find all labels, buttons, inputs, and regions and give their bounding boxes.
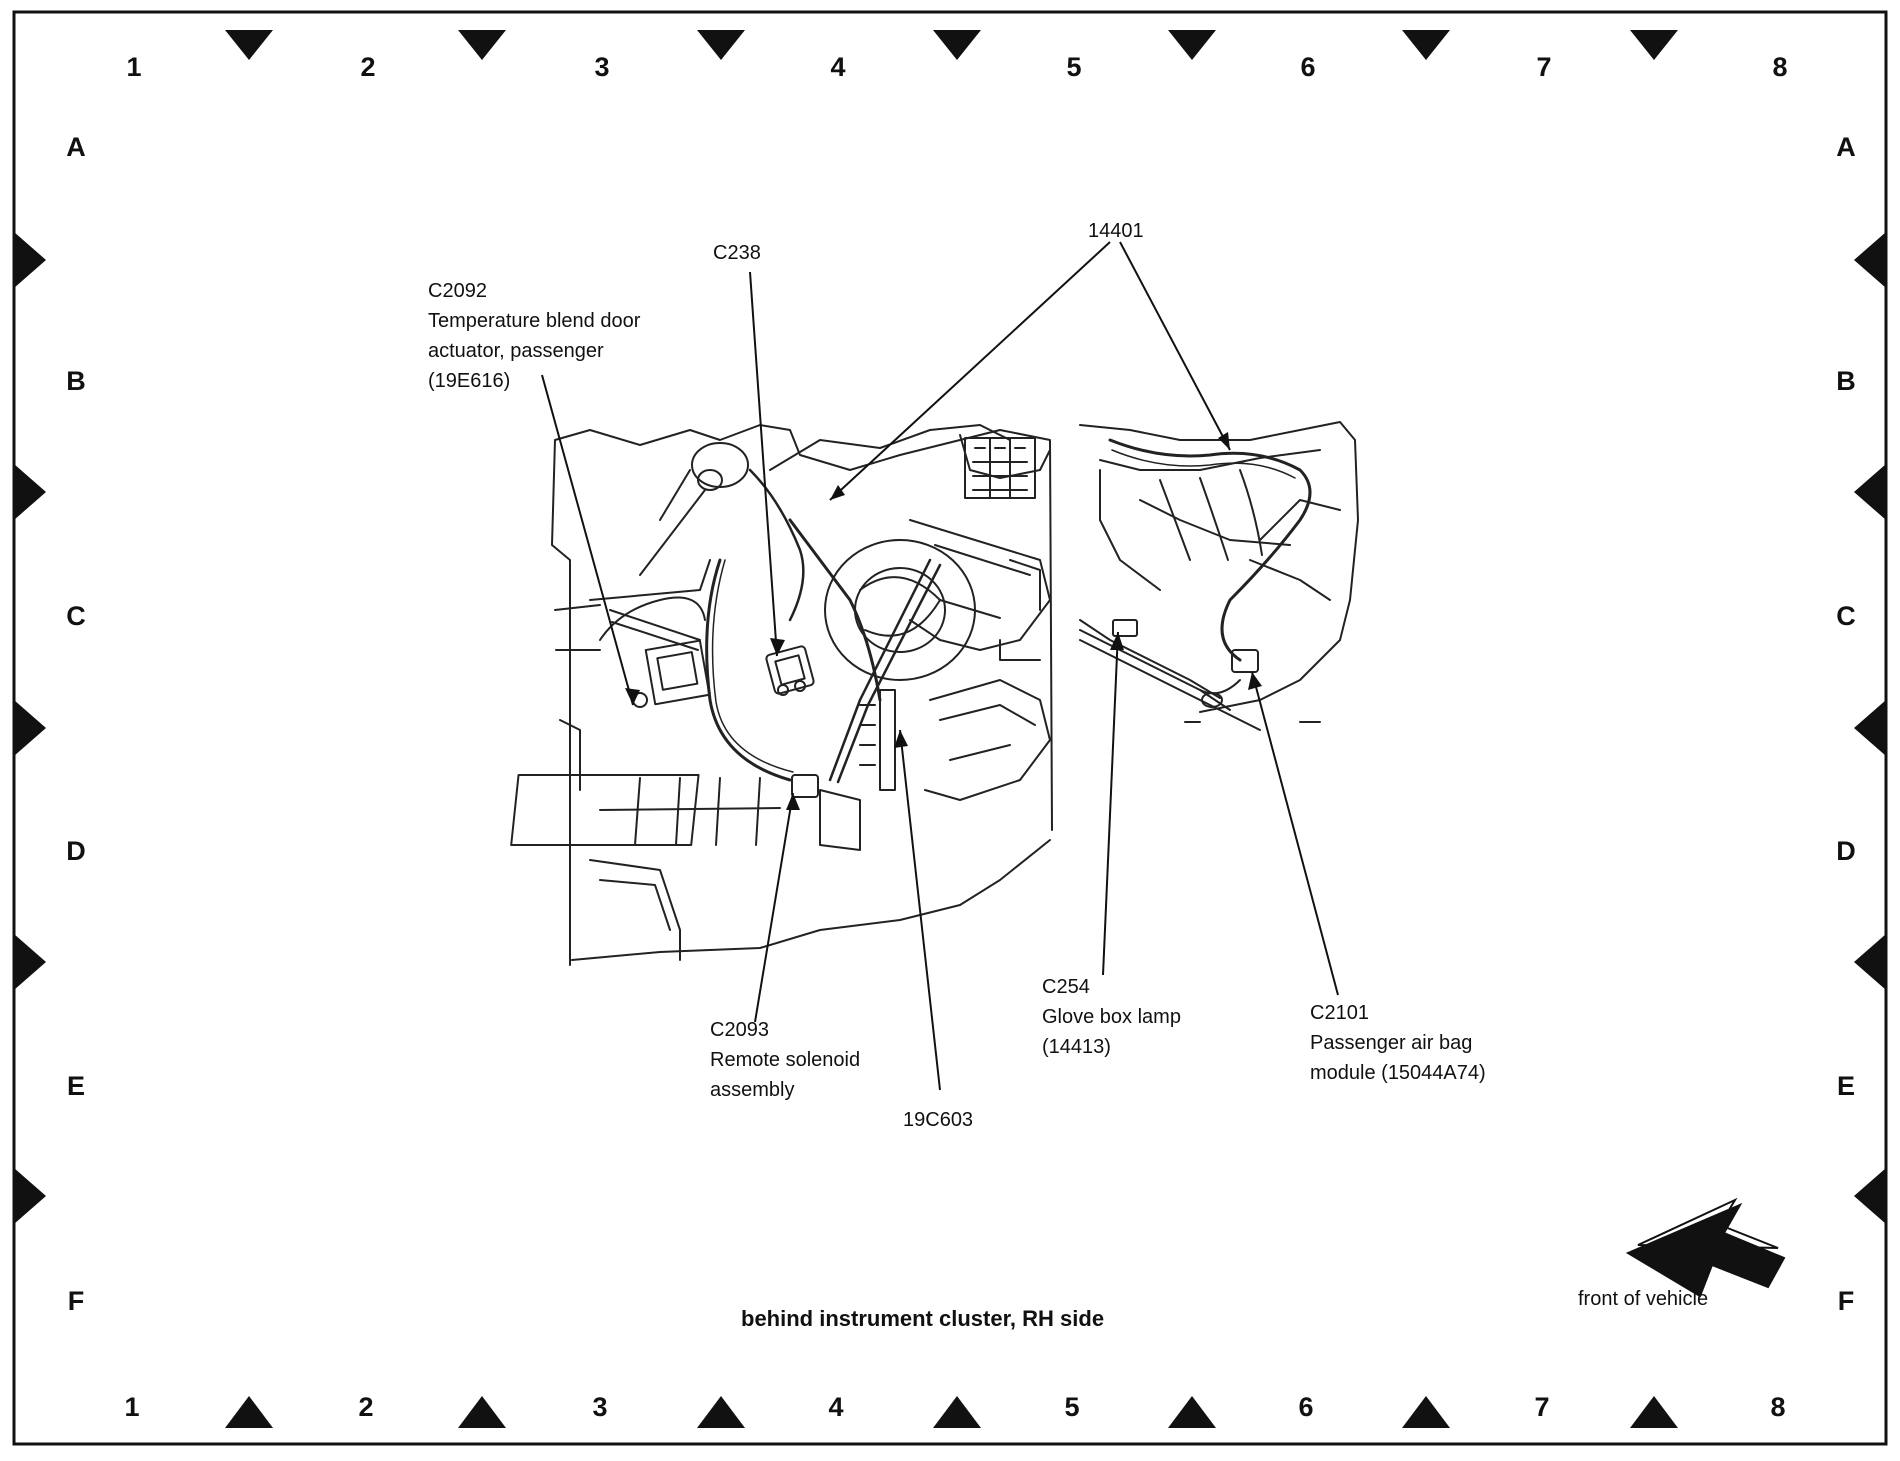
callout-c2101-line2: module (15044A74) xyxy=(1310,1062,1486,1084)
callout-14401-code: 14401 xyxy=(1088,220,1144,242)
callout-c2092-code: C2092 xyxy=(428,280,487,302)
column-label-8-bottom: 8 xyxy=(1770,1392,1786,1422)
column-label-7-bottom: 7 xyxy=(1534,1392,1550,1422)
column-label-5-bottom: 5 xyxy=(1064,1392,1080,1422)
callout-c254-line1: Glove box lamp xyxy=(1042,1006,1181,1028)
left-grid-markers xyxy=(14,232,46,1224)
row-label-e-right: E xyxy=(1836,1071,1855,1101)
bottom-grid-markers xyxy=(225,1396,1678,1428)
callout-c2093-line1: Remote solenoid xyxy=(710,1049,861,1071)
column-label-2-bottom: 2 xyxy=(358,1392,374,1422)
callout-c2093-code: C2093 xyxy=(710,1019,769,1041)
callout-c2092-part: (19E616) xyxy=(428,370,511,392)
callout-c238-code: C238 xyxy=(713,242,761,264)
callout-c254: C254 Glove box lamp (14413) xyxy=(1042,972,1181,1062)
right-grid-markers xyxy=(1854,232,1886,1224)
callout-19c603-code: 19C603 xyxy=(903,1109,974,1131)
callout-c254-part: (14413) xyxy=(1042,1036,1111,1058)
callout-c2092-line2: actuator, passenger xyxy=(428,340,604,362)
callout-c2093-line2: assembly xyxy=(710,1079,795,1101)
column-label-8: 8 xyxy=(1772,52,1788,82)
row-label-b-right: B xyxy=(1836,366,1856,396)
column-label-3-bottom: 3 xyxy=(592,1392,608,1422)
column-label-1: 1 xyxy=(126,52,142,82)
column-label-4: 4 xyxy=(830,52,846,82)
callout-c2101-code: C2101 xyxy=(1310,1002,1369,1024)
row-label-f-right: F xyxy=(1837,1286,1855,1316)
row-label-c: C xyxy=(66,601,86,631)
front-of-vehicle-label: front of vehicle xyxy=(1578,1288,1709,1310)
callout-19c603: 19C603 xyxy=(903,1105,973,1135)
callout-c238: C238 xyxy=(713,238,761,268)
row-label-d-right: D xyxy=(1836,836,1856,866)
diagram-caption: behind instrument cluster, RH side xyxy=(741,1306,1105,1331)
row-label-a: A xyxy=(66,132,86,162)
row-label-b: B xyxy=(66,366,86,396)
front-of-vehicle-arrow-icon xyxy=(1625,1197,1786,1298)
column-label-5: 5 xyxy=(1066,52,1082,82)
callout-c254-code: C254 xyxy=(1042,976,1090,998)
column-label-1-bottom: 1 xyxy=(124,1392,140,1422)
column-label-4-bottom: 4 xyxy=(828,1392,844,1422)
callout-14401: 14401 xyxy=(1088,216,1144,246)
sheet-border xyxy=(12,10,1888,1446)
column-label-3: 3 xyxy=(594,52,610,82)
row-label-e: E xyxy=(66,1071,85,1101)
column-label-6-bottom: 6 xyxy=(1298,1392,1314,1422)
column-label-6: 6 xyxy=(1300,52,1316,82)
row-label-a-right: A xyxy=(1836,132,1856,162)
callout-c2093: C2093 Remote solenoid assembly xyxy=(710,1015,860,1105)
row-label-d: D xyxy=(66,836,86,866)
row-label-c-right: C xyxy=(1836,601,1856,631)
glove-box-illustration xyxy=(1079,421,1359,731)
column-label-2: 2 xyxy=(360,52,376,82)
callout-c2092: C2092 Temperature blend door actuator, p… xyxy=(428,276,640,396)
hvac-assembly-illustration xyxy=(510,424,1053,966)
leader-lines xyxy=(541,241,1339,1091)
callout-c2101-line1: Passenger air bag xyxy=(1310,1032,1473,1054)
leader-arrowheads xyxy=(625,432,1262,810)
row-label-f: F xyxy=(67,1286,85,1316)
callout-c2101: C2101 Passenger air bag module (15044A74… xyxy=(1310,998,1486,1088)
top-grid-markers xyxy=(225,30,1678,60)
column-label-7: 7 xyxy=(1536,52,1552,82)
callout-c2092-line1: Temperature blend door xyxy=(428,310,641,332)
